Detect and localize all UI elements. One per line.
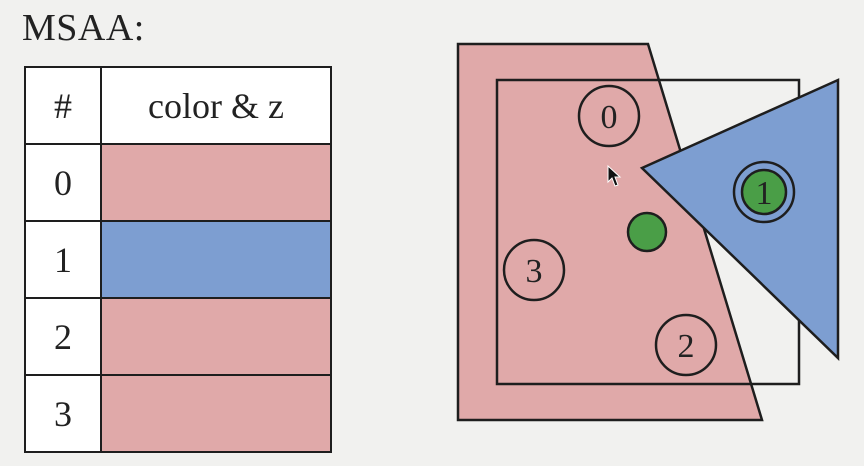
sample-label: 1	[756, 175, 773, 212]
table-row-color-swatch	[100, 143, 332, 222]
pink-primitive	[456, 42, 764, 422]
table-row-color-swatch	[100, 220, 332, 299]
mouse-cursor-icon	[607, 164, 622, 187]
sample-point-2: 2	[654, 313, 718, 377]
table-row-color-swatch	[100, 374, 332, 453]
table-row-index: 1	[24, 220, 102, 299]
table-row: 1	[24, 220, 332, 299]
table-row: 0	[24, 143, 332, 222]
table-row-color-swatch	[100, 297, 332, 376]
diagram-title: MSAA:	[22, 7, 145, 49]
table-row-index: 3	[24, 374, 102, 453]
sample-label: 0	[601, 99, 618, 136]
table-row: 3	[24, 374, 332, 453]
sample-point-3: 3	[502, 238, 566, 302]
table-header-value: color & z	[100, 66, 332, 145]
sample-point-0: 0	[577, 84, 641, 148]
blue-primitive	[639, 78, 840, 361]
sample-label: 2	[678, 328, 695, 365]
pixel-center-dot	[626, 211, 668, 253]
table-header-index: #	[24, 66, 102, 145]
sample-table: # color & z 0 1 2 3	[24, 66, 332, 453]
table-row-index: 0	[24, 143, 102, 222]
sample-label: 3	[526, 253, 543, 290]
table-row: 2	[24, 297, 332, 376]
table-row-index: 2	[24, 297, 102, 376]
sample-point-1: 1	[732, 160, 796, 224]
table-header-row: # color & z	[24, 66, 332, 145]
